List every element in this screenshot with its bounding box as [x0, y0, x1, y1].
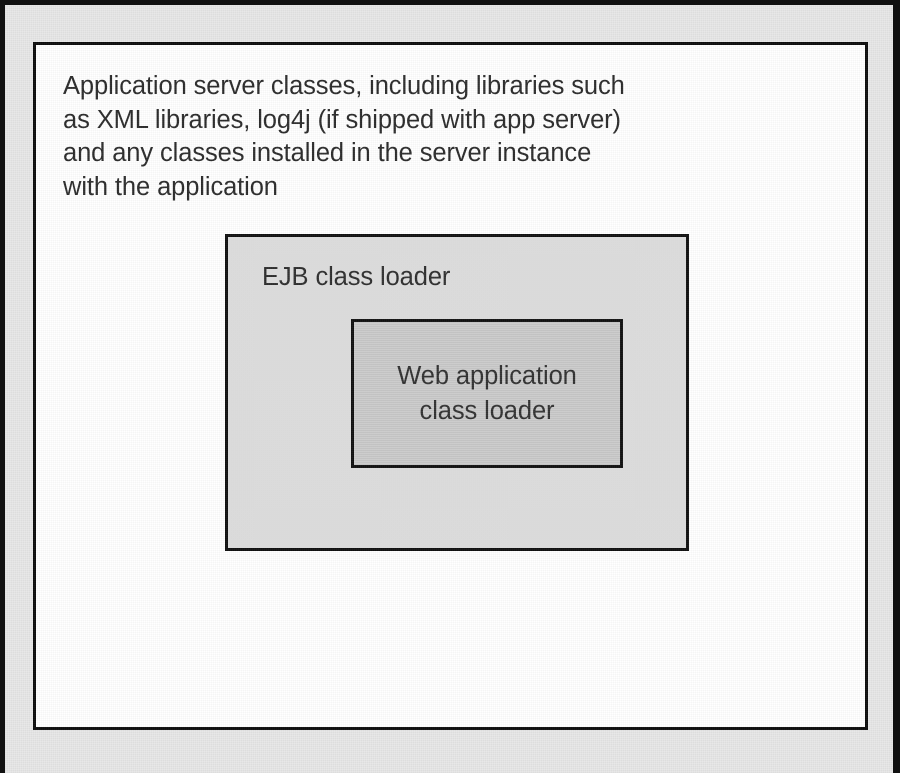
- web-application-class-loader-label: Web application class loader: [397, 361, 577, 425]
- ejb-class-loader-box[interactable]: EJB class loader Web application class l…: [225, 234, 689, 551]
- caption-paragraph: Application server classes, including li…: [63, 72, 625, 201]
- diagram-content-panel: Application server classes, including li…: [33, 42, 868, 730]
- web-application-class-loader-box[interactable]: Web application class loader: [351, 319, 623, 468]
- ejb-class-loader-label: EJB class loader: [262, 263, 451, 291]
